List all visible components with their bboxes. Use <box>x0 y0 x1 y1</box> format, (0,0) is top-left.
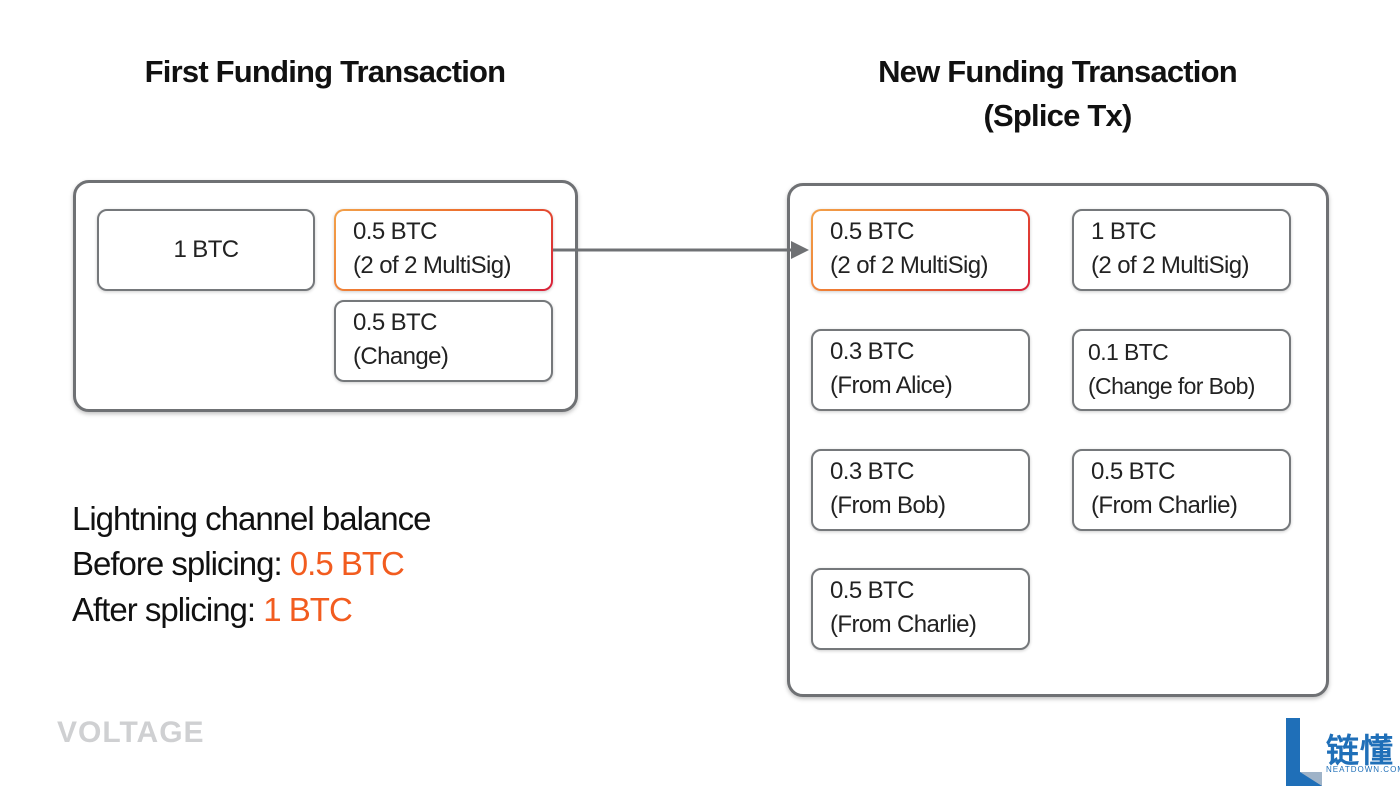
box-label: (From Charlie) <box>1091 492 1238 519</box>
splice-input-multisig: 0.5 BTC (2 of 2 MultiSig) <box>811 209 1030 291</box>
box-label: (From Bob) <box>830 492 946 519</box>
box-amount: 1 BTC <box>1091 218 1157 245</box>
balance-before-label: Before splicing: <box>72 545 283 582</box>
first-tx-multisig-output: 0.5 BTC (2 of 2 MultiSig) <box>334 209 553 291</box>
balance-heading: Lightning channel balance <box>72 500 431 537</box>
box-label: (From Alice) <box>830 372 953 399</box>
box-amount: 0.5 BTC <box>830 218 914 245</box>
splice-output-change-bob: 0.1 BTC (Change for Bob) <box>1072 329 1291 411</box>
box-label: (2 of 2 MultiSig) <box>353 252 511 279</box>
box-label: (Change for Bob) <box>1088 373 1255 399</box>
box-amount: 0.5 BTC <box>830 577 914 604</box>
box-amount: 0.5 BTC <box>1091 458 1175 485</box>
box-amount: 0.3 BTC <box>830 458 914 485</box>
box-label: (From Charlie) <box>830 611 977 638</box>
splice-output-multisig: 1 BTC (2 of 2 MultiSig) <box>1072 209 1291 291</box>
box-label: (2 of 2 MultiSig) <box>1091 252 1249 279</box>
box-label: (Change) <box>353 343 449 370</box>
box-label: (2 of 2 MultiSig) <box>830 252 988 279</box>
neatdown-logo-cn: 链懂 <box>1326 731 1394 770</box>
splice-tx-title-line1: New Funding Transaction <box>878 54 1238 89</box>
neatdown-mark-icon <box>1286 718 1322 786</box>
first-tx-input-amount: 1 BTC <box>173 236 239 263</box>
balance-after: After splicing: 1 BTC <box>72 587 353 633</box>
splice-tx-title: New Funding Transaction (Splice Tx) <box>830 50 1285 138</box>
splice-input-alice: 0.3 BTC (From Alice) <box>811 329 1030 411</box>
voltage-logo: VOLTAGE <box>57 716 205 749</box>
balance-before: Before splicing: 0.5 BTC <box>72 541 405 587</box>
arrow-head <box>791 241 809 259</box>
splice-tx-title-line2: (Splice Tx) <box>983 98 1133 133</box>
first-funding-title: First Funding Transaction <box>144 54 506 89</box>
neatdown-logo-en: NEATDOWN.COM <box>1326 765 1400 774</box>
splice-input-charlie: 0.5 BTC (From Charlie) <box>811 568 1030 650</box>
first-tx-input-box: 1 BTC <box>97 209 315 291</box>
balance-before-value: 0.5 BTC <box>289 545 405 582</box>
first-tx-change-output: 0.5 BTC (Change) <box>334 300 553 382</box>
splice-input-bob: 0.3 BTC (From Bob) <box>811 449 1030 531</box>
splice-output-charlie: 0.5 BTC (From Charlie) <box>1072 449 1291 531</box>
box-amount: 0.5 BTC <box>353 218 437 245</box>
neatdown-logo: 链懂 NEATDOWN.COM <box>1286 716 1400 786</box>
balance-after-label: After splicing: <box>72 591 256 628</box>
box-amount: 0.3 BTC <box>830 338 914 365</box>
box-amount: 0.1 BTC <box>1088 339 1169 365</box>
balance-after-value: 1 BTC <box>263 591 353 628</box>
box-amount: 0.5 BTC <box>353 309 437 336</box>
